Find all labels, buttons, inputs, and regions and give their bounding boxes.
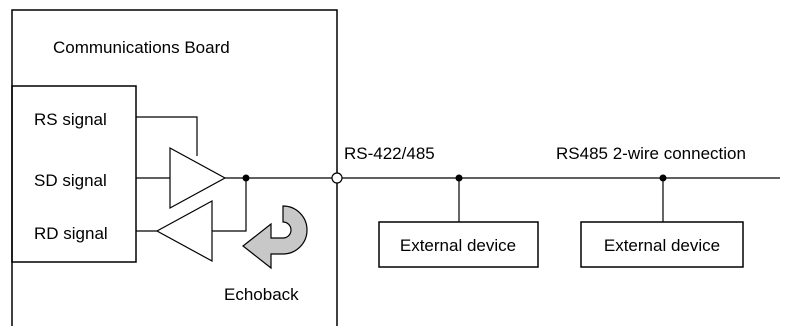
sd-signal-label: SD signal (34, 171, 107, 190)
signal-box (11, 85, 137, 263)
external-device-1-box (378, 221, 539, 268)
rs-signal-label: RS signal (34, 110, 107, 129)
connector-terminal (331, 172, 343, 184)
external-device-1-label: External device (400, 236, 516, 255)
driver-triangle (169, 146, 227, 210)
rd-signal-label: RD signal (34, 224, 108, 243)
bus-label: RS-422/485 (344, 144, 435, 163)
receiver-triangle (155, 199, 213, 263)
board-title: Communications Board (53, 38, 230, 57)
internal-junction-dot (242, 174, 250, 182)
external-device-2-box (580, 221, 744, 268)
rs-signal-line (136, 116, 198, 156)
echoback-arrow-icon (242, 205, 308, 270)
echoback-label: Echoback (224, 285, 299, 304)
receiver-input-line (212, 178, 247, 232)
external-device-2-label: External device (604, 236, 720, 255)
bus-connection-label: RS485 2-wire connection (556, 144, 746, 163)
